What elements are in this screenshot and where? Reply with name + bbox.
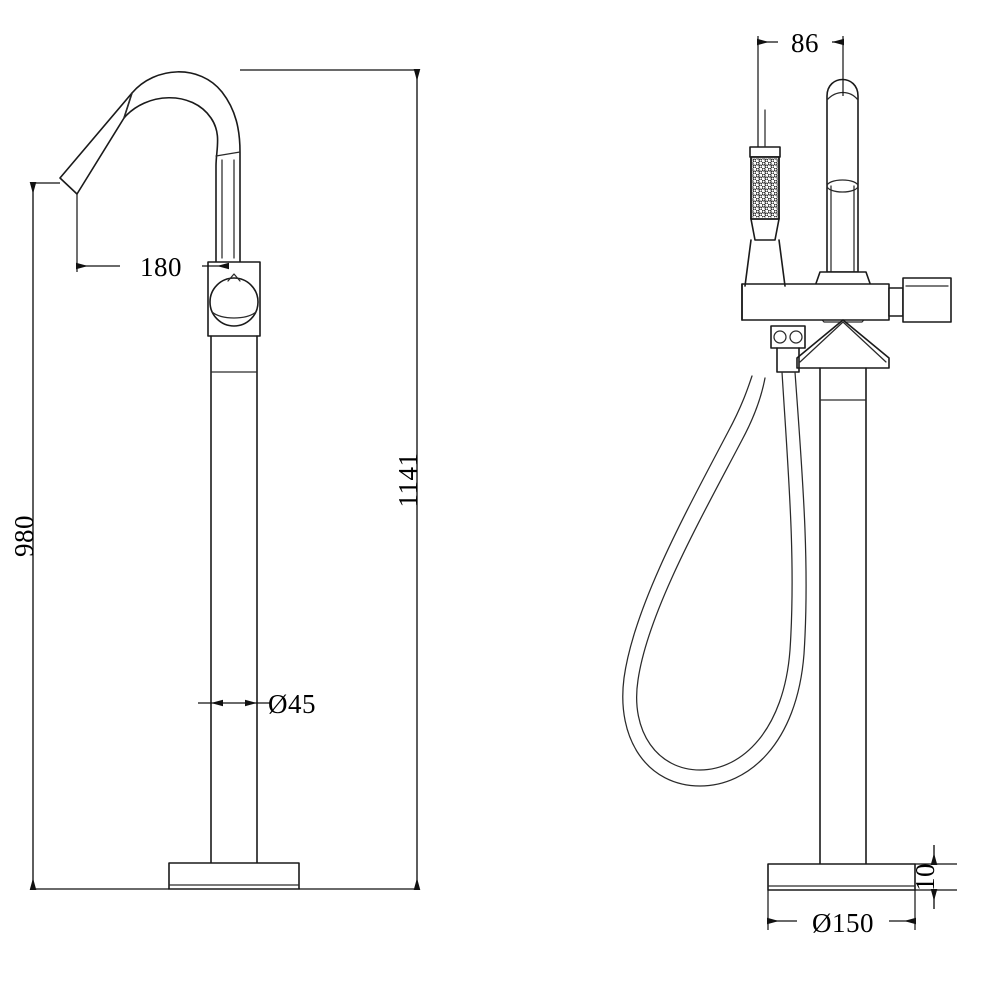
dim-label-spout-height: 980 bbox=[9, 515, 39, 557]
handshower-knurl-texture bbox=[752, 158, 778, 218]
dimension-spout-height: 980 bbox=[9, 182, 169, 890]
dimension-spout-projection: 180 bbox=[76, 194, 229, 282]
valve-cross-arm bbox=[741, 283, 890, 321]
valve-lower-body bbox=[796, 319, 890, 865]
lever-handle bbox=[888, 277, 952, 323]
dim-label-riser-diameter: Ø45 bbox=[268, 689, 316, 719]
round-floor-flange bbox=[168, 862, 300, 890]
knurled-handshower bbox=[749, 109, 781, 241]
round-floor-flange-front bbox=[767, 863, 916, 891]
hose-connector-collar bbox=[770, 325, 806, 373]
left-view-dimensions: 1141 980 180 Ø45 bbox=[9, 69, 423, 890]
vertical-riser-pipe bbox=[210, 335, 258, 864]
dim-label-base-thickness: 10 bbox=[910, 863, 940, 891]
gooseneck-spout bbox=[59, 71, 241, 267]
right-view-dimensions: 86 Ø150 10 bbox=[757, 24, 957, 938]
dimension-handshower-offset: 86 bbox=[757, 24, 844, 147]
dimension-overall-height: 1141 bbox=[240, 69, 423, 890]
right-front-elevation-view bbox=[622, 78, 952, 891]
dimension-base-thickness: 10 bbox=[910, 845, 957, 909]
gooseneck-spout-front bbox=[826, 78, 859, 273]
dim-label-spout-projection: 180 bbox=[140, 252, 182, 282]
round-diverter-knob bbox=[209, 277, 259, 327]
dimension-riser-diameter: Ø45 bbox=[198, 689, 316, 719]
flexible-shower-hose bbox=[622, 371, 807, 787]
dimension-base-diameter: Ø150 bbox=[767, 890, 916, 938]
left-side-elevation-view bbox=[59, 71, 300, 890]
valve-body-housing bbox=[207, 261, 261, 337]
dim-label-base-diameter: Ø150 bbox=[812, 908, 874, 938]
dim-label-overall-height: 1141 bbox=[393, 453, 423, 508]
dim-label-handshower-offset: 86 bbox=[791, 28, 819, 58]
handshower-support-arm bbox=[744, 239, 786, 287]
